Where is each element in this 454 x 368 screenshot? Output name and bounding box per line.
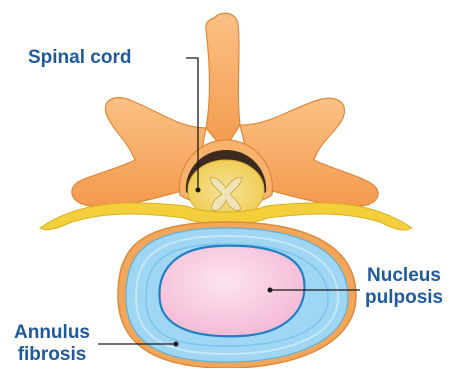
spinal-cord-label: Spinal cord — [28, 47, 131, 69]
nucleus-pulposus — [159, 246, 304, 337]
nucleus-pulposis-label-line1: Nucleus — [365, 265, 443, 287]
nucleus-pulposis-label: Nucleus pulposis — [365, 265, 443, 309]
intervertebral-disc — [118, 222, 356, 368]
nucleus-pulposis-label-line2: pulposis — [365, 287, 443, 309]
annulus-fibrosis-label: Annulus fibrosis — [8, 322, 96, 366]
annulus-fibrosis-label-line1: Annulus — [8, 322, 96, 344]
annulus-fibrosis-label-line2: fibrosis — [8, 344, 96, 366]
